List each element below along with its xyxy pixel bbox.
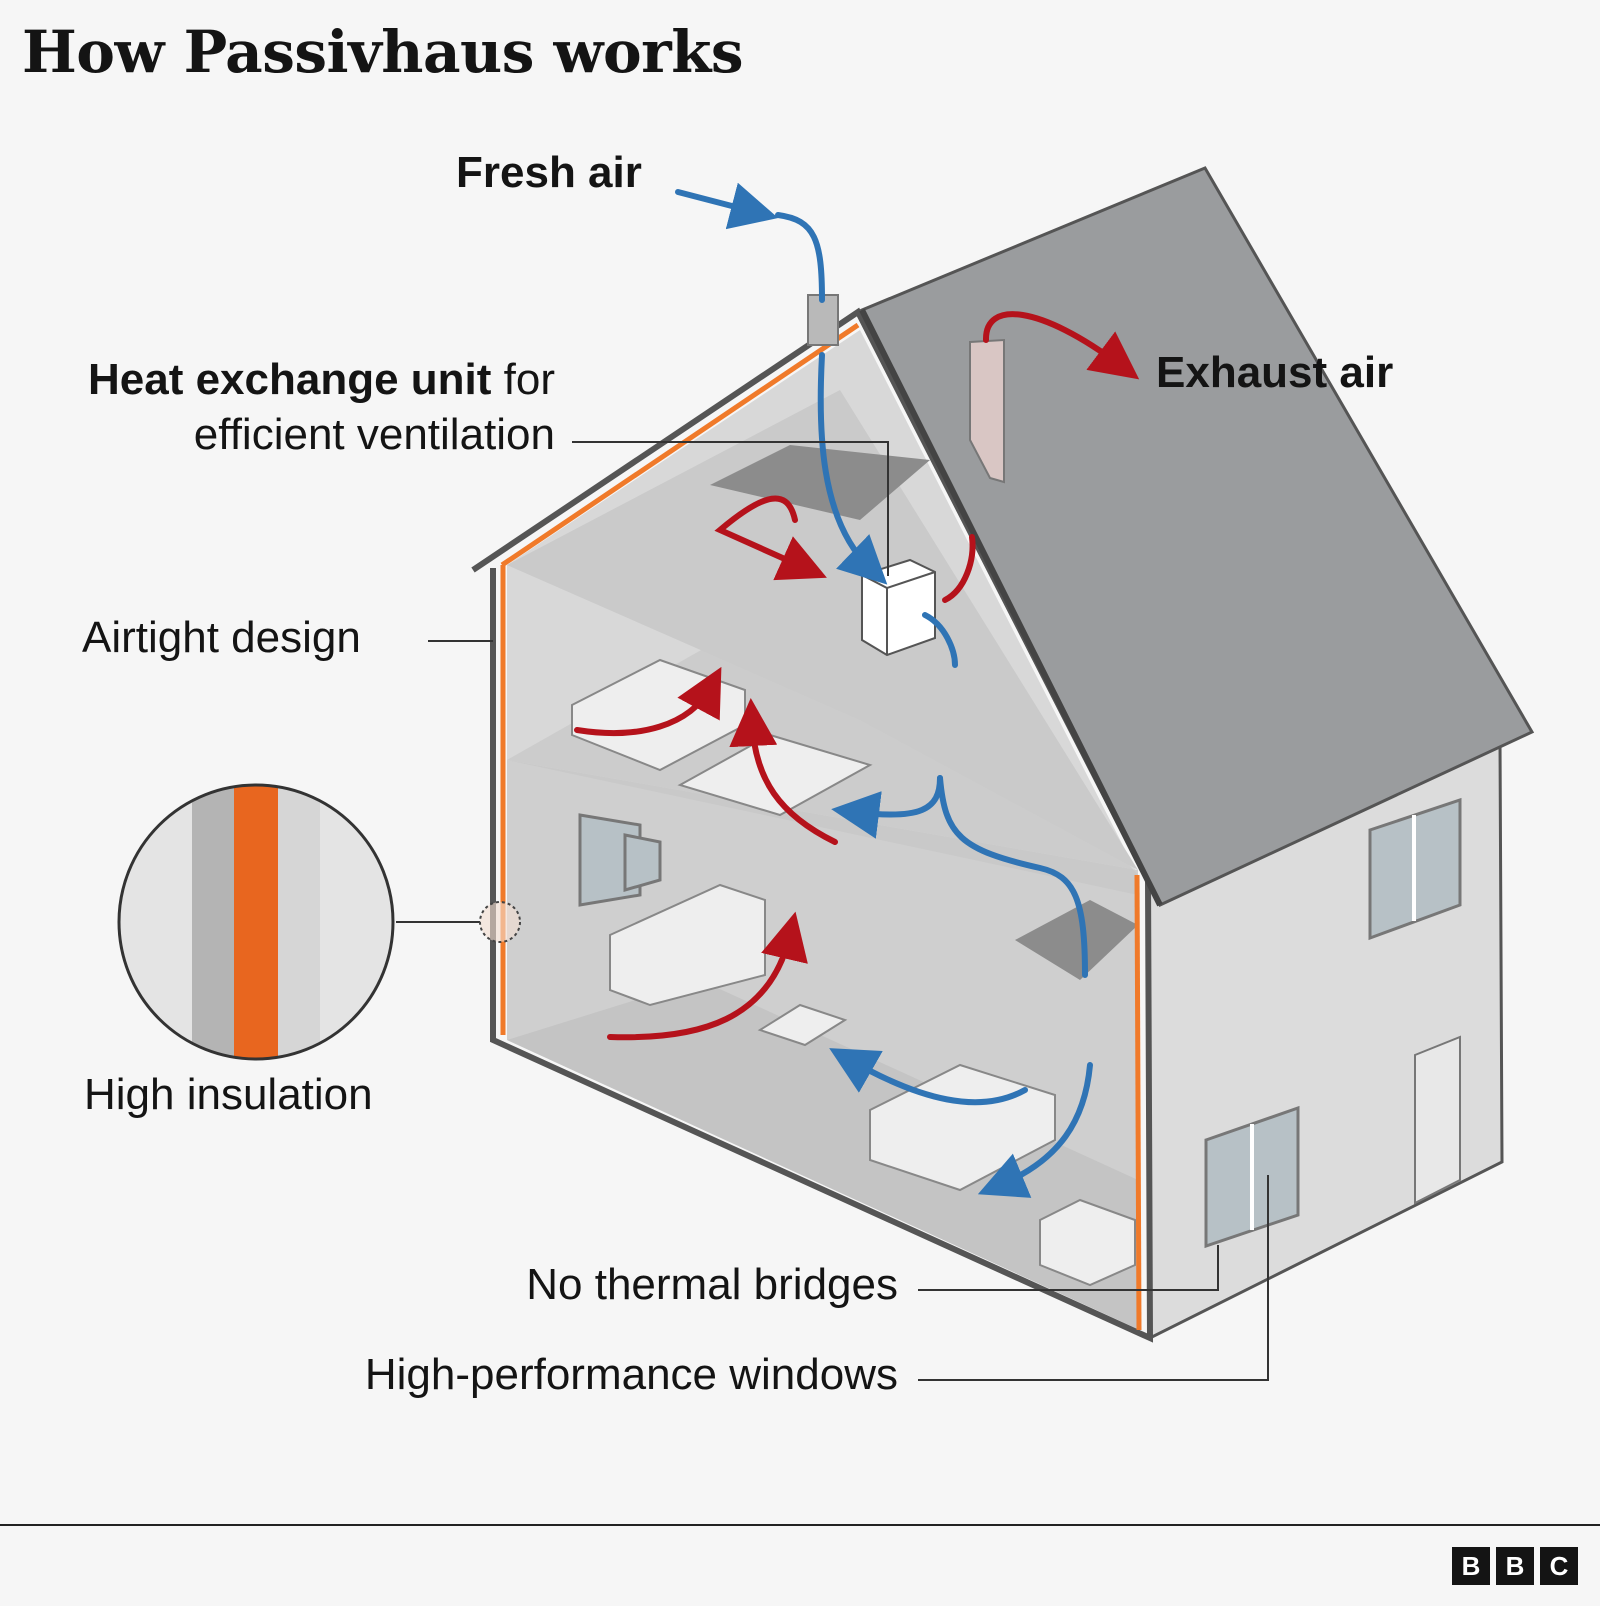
- floor-lower: [507, 980, 1140, 1330]
- interior-window: [578, 813, 662, 907]
- armchair-lower: [1039, 1198, 1136, 1287]
- bbc-logo-b2: B: [1496, 1547, 1534, 1585]
- bbc-logo-c: C: [1540, 1547, 1578, 1585]
- side-door: [1414, 1035, 1461, 1205]
- stair-opening-upper: [710, 445, 930, 520]
- side-window-lower: [1204, 1105, 1300, 1249]
- dining-table: [757, 1003, 848, 1047]
- fresh-air-arrow-in: [675, 182, 779, 230]
- heat-exchange-label-bold: Heat exchange unit: [87, 355, 492, 404]
- table-upper: [677, 733, 873, 817]
- high-insulation-label: High insulation: [84, 1070, 373, 1119]
- exhaust-air-arrow-out: [982, 311, 1140, 380]
- heat-exchange-label: Heat exchange unit for: [30, 355, 555, 405]
- bbc-logo-b1: B: [1452, 1547, 1490, 1585]
- gable-wall-outline: [471, 307, 1154, 1343]
- floor-upper: [507, 560, 1138, 895]
- page-title: How Passivhaus works: [22, 18, 744, 86]
- heat-exchange-unit: [861, 558, 936, 657]
- footer-divider: [0, 1524, 1600, 1526]
- side-window-upper: [1368, 797, 1462, 941]
- exhaust-vent: [969, 338, 1005, 484]
- heat-exchange-label-rest: for: [491, 355, 555, 404]
- stair-opening-lower: [1015, 900, 1138, 980]
- fresh-air-vent: [807, 294, 839, 346]
- bbc-logo: B B C: [1452, 1547, 1578, 1585]
- insulation-line-right: [1134, 874, 1142, 1331]
- leader-heat-exchange: [572, 441, 889, 576]
- passivhaus-diagram: [117, 166, 1535, 1381]
- kitchen: [609, 883, 766, 1007]
- insulation-magnifier: [119, 785, 393, 1059]
- windows-label: High-performance windows: [364, 1350, 898, 1399]
- exhaust-air-label: Exhaust air: [1156, 348, 1394, 397]
- attic-floor: [507, 390, 1138, 870]
- thermal-bridges-label: No thermal bridges: [526, 1260, 898, 1309]
- insulation-focus-marker: [479, 901, 521, 943]
- airtight-design-label: Airtight design: [82, 613, 361, 662]
- insulation-line: [500, 322, 860, 568]
- heat-exchange-label-line2: efficient ventilation: [193, 410, 555, 459]
- leader-thermal-bridges: [918, 1245, 1219, 1291]
- leader-windows: [918, 1175, 1269, 1381]
- fresh-air-label: Fresh air: [456, 148, 642, 197]
